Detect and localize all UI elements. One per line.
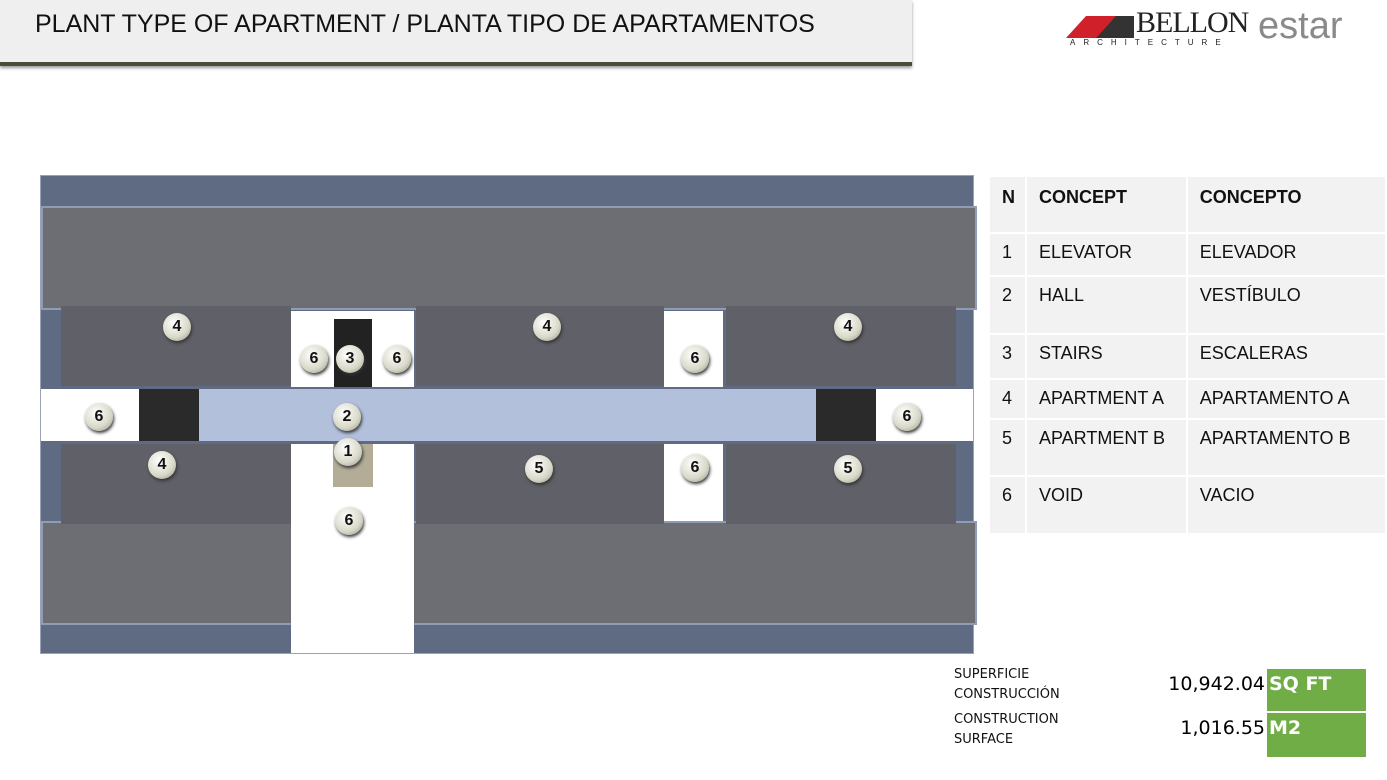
cell-n: 1 bbox=[988, 232, 1027, 277]
marker-hall: 2 bbox=[333, 403, 361, 431]
cell-concept: ELEVATOR bbox=[1025, 232, 1188, 277]
header-concepto: CONCEPTO bbox=[1185, 175, 1387, 234]
marker-apartment-a: 4 bbox=[148, 451, 176, 479]
cell-n: 3 bbox=[988, 333, 1027, 380]
cell-concept: APARTMENT A bbox=[1025, 378, 1188, 420]
cell-concept: HALL bbox=[1025, 275, 1188, 335]
marker-apartment-a: 4 bbox=[533, 313, 561, 341]
m2-value: 1,016.55 bbox=[1180, 717, 1265, 739]
cell-concepto: VESTÍBULO bbox=[1185, 275, 1387, 335]
cell-n: 4 bbox=[988, 378, 1027, 420]
marker-stairs: 3 bbox=[336, 345, 364, 373]
cell-concept: STAIRS bbox=[1025, 333, 1188, 380]
sqft-value: 10,942.04 bbox=[1168, 673, 1265, 695]
header-concept: CONCEPT bbox=[1025, 175, 1188, 234]
header-n: N bbox=[988, 175, 1027, 234]
marker-apartment-b: 5 bbox=[834, 455, 862, 483]
stairs bbox=[816, 389, 876, 441]
label-line: SUPERFICIE bbox=[954, 667, 1030, 682]
marker-void: 6 bbox=[681, 345, 709, 373]
marker-apartment-a: 4 bbox=[163, 313, 191, 341]
cell-n: 2 bbox=[988, 275, 1027, 335]
label-line: CONSTRUCTION bbox=[954, 712, 1059, 727]
cell-concepto: ELEVADOR bbox=[1185, 232, 1387, 277]
sqft-unit-badge: SQ FT bbox=[1267, 669, 1366, 711]
cell-concepto: APARTAMENTO B bbox=[1185, 418, 1387, 477]
floor-plan: 4 6 3 6 4 6 4 6 2 6 1 4 5 6 5 6 bbox=[40, 175, 977, 654]
marker-void: 6 bbox=[300, 345, 328, 373]
legend-header-row: N CONCEPT CONCEPTO bbox=[988, 175, 1387, 234]
marker-void: 6 bbox=[383, 345, 411, 373]
marker-void: 6 bbox=[85, 403, 113, 431]
logo-roof-icon bbox=[1066, 16, 1134, 38]
logo-brand: BELLON bbox=[1136, 6, 1249, 39]
marker-elevator: 1 bbox=[334, 438, 362, 466]
cell-concept: VOID bbox=[1025, 475, 1188, 535]
marker-void: 6 bbox=[893, 403, 921, 431]
stairs bbox=[139, 389, 199, 441]
title-bar bbox=[0, 0, 912, 66]
surface-label-en: CONSTRUCTION SURFACE bbox=[954, 710, 1059, 750]
logo-product: estar bbox=[1258, 5, 1343, 47]
surface-label-es: SUPERFICIE CONSTRUCCIÓN bbox=[954, 665, 1060, 705]
cell-n: 6 bbox=[988, 475, 1027, 535]
cell-n: 5 bbox=[988, 418, 1027, 477]
bellon-estar-logo: BELLON ARCHITECTURE estar bbox=[1066, 5, 1384, 48]
marker-void: 6 bbox=[681, 454, 709, 482]
cell-concepto: VACIO bbox=[1185, 475, 1387, 535]
logo-sub: ARCHITECTURE bbox=[1070, 38, 1229, 47]
cell-concept: APARTMENT B bbox=[1025, 418, 1188, 477]
m2-unit-badge: M2 bbox=[1267, 713, 1366, 757]
label-line: CONSTRUCCIÓN bbox=[954, 687, 1060, 702]
cell-concepto: APARTAMENTO A bbox=[1185, 378, 1387, 420]
marker-void: 6 bbox=[335, 507, 363, 535]
cell-concepto: ESCALERAS bbox=[1185, 333, 1387, 380]
marker-apartment-b: 5 bbox=[525, 455, 553, 483]
page-title: PLANT TYPE OF APARTMENT / PLANTA TIPO DE… bbox=[35, 10, 815, 38]
label-line: SURFACE bbox=[954, 732, 1014, 747]
marker-apartment-a: 4 bbox=[834, 313, 862, 341]
